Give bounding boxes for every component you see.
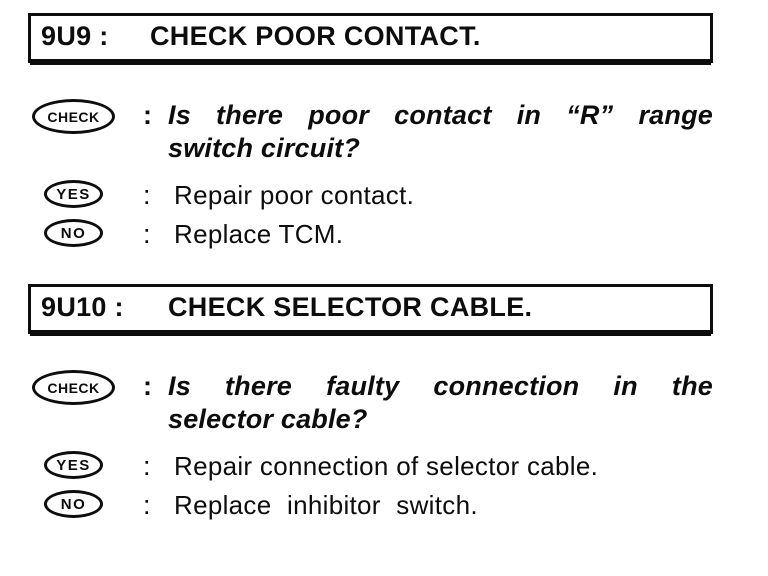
colon-separator: : xyxy=(143,180,151,210)
check-row: CHECK : Is there poor contact in “R” ran… xyxy=(28,99,713,165)
question-line-2: switch circuit? xyxy=(168,133,361,163)
no-action-text: Replace inhibitor switch. xyxy=(174,490,478,520)
step-title-box: 9U10 : CHECK SELECTOR CABLE. xyxy=(28,284,713,334)
colon-separator: : xyxy=(143,219,151,249)
question-line-1: Is there faulty connection in the xyxy=(168,371,713,401)
question-text: Is there faulty connection in the select… xyxy=(168,370,713,436)
no-badge: NO xyxy=(44,490,103,518)
colon-separator: : xyxy=(143,490,151,520)
yes-action-text: Repair connection of selector cable. xyxy=(174,451,599,481)
step-code: 9U9 : xyxy=(41,21,109,51)
step-title: CHECK POOR CONTACT. xyxy=(150,21,481,51)
yes-badge: YES xyxy=(44,451,103,479)
yes-action-text: Repair poor contact. xyxy=(174,180,415,210)
no-row: NO : Replace inhibitor switch. xyxy=(28,489,713,522)
step-title: CHECK SELECTOR CABLE. xyxy=(168,292,533,322)
question-text: Is there poor contact in “R” range switc… xyxy=(168,99,713,165)
yes-row: YES : Repair connection of selector cabl… xyxy=(28,450,713,483)
colon-separator: : xyxy=(143,100,152,130)
diagnostic-step-9u9: 9U9 : CHECK POOR CONTACT. CHECK : Is ther… xyxy=(28,13,713,251)
check-badge: CHECK xyxy=(32,99,115,134)
diagnostic-step-9u10: 9U10 : CHECK SELECTOR CABLE. CHECK : Is t… xyxy=(28,284,713,522)
yes-row: YES : Repair poor contact. xyxy=(28,179,713,212)
question-line-1: Is there poor contact in “R” range xyxy=(168,100,713,130)
question-line-2: selector cable? xyxy=(168,404,368,434)
no-badge: NO xyxy=(44,219,103,247)
step-title-box: 9U9 : CHECK POOR CONTACT. xyxy=(28,13,713,63)
yes-badge: YES xyxy=(44,180,103,208)
colon-separator: : xyxy=(143,371,152,401)
no-action-text: Replace TCM. xyxy=(174,219,344,249)
check-badge: CHECK xyxy=(32,370,115,405)
step-code: 9U10 : xyxy=(41,292,124,322)
no-row: NO : Replace TCM. xyxy=(28,218,713,251)
colon-separator: : xyxy=(143,451,151,481)
check-row: CHECK : Is there faulty connection in th… xyxy=(28,370,713,436)
